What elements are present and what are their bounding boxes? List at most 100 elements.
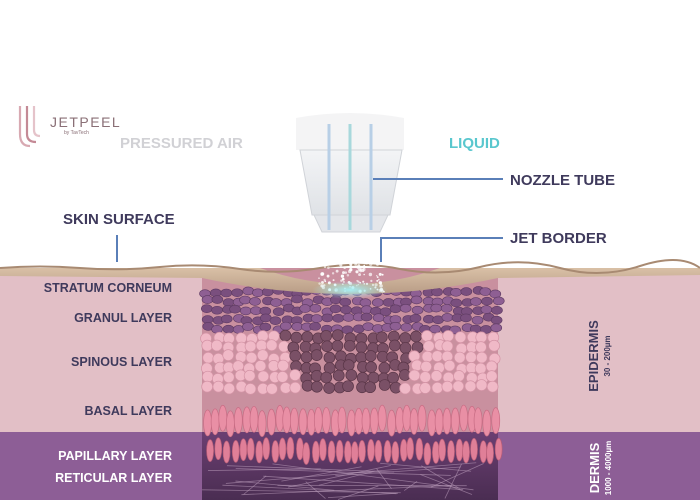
- fiber: [380, 462, 472, 472]
- droplet: [317, 260, 319, 263]
- cell: [475, 331, 488, 344]
- droplet: [327, 259, 330, 262]
- spinous-cells: [200, 329, 501, 395]
- cell: [242, 286, 255, 296]
- tissue-block: [199, 268, 505, 500]
- droplet: [321, 281, 324, 284]
- cell: [296, 437, 304, 461]
- cell: [267, 408, 276, 436]
- cell: [231, 440, 240, 463]
- cell: [486, 441, 494, 465]
- fiber: [376, 468, 392, 489]
- cell: [276, 371, 289, 383]
- fiber: [420, 474, 473, 495]
- cell: [488, 339, 500, 352]
- cell: [408, 369, 421, 382]
- cell: [286, 436, 295, 460]
- droplet: [357, 264, 361, 267]
- droplet: [347, 256, 351, 261]
- droplet: [367, 255, 370, 258]
- cell: [201, 370, 214, 383]
- cell: [329, 304, 342, 314]
- fiber: [288, 465, 391, 488]
- cell: [432, 441, 440, 464]
- cell: [374, 439, 383, 463]
- cell: [362, 322, 375, 331]
- droplet: [323, 238, 325, 240]
- cell: [460, 313, 472, 323]
- cell: [289, 369, 301, 381]
- cell: [442, 407, 452, 435]
- droplet: [336, 247, 340, 250]
- droplet: [356, 241, 359, 244]
- cell: [256, 349, 269, 362]
- cell: [262, 437, 271, 460]
- droplet: [381, 273, 384, 276]
- droplet: [344, 271, 348, 274]
- cell: [459, 404, 469, 432]
- droplet: [360, 260, 363, 263]
- cell: [214, 437, 223, 461]
- droplet: [347, 248, 351, 252]
- cell: [265, 339, 278, 352]
- cell: [471, 315, 484, 325]
- droplet: [339, 263, 343, 267]
- cell: [309, 304, 322, 313]
- cell: [300, 351, 313, 364]
- cell: [252, 288, 264, 298]
- logo-mark-icon: [18, 106, 41, 148]
- cell: [367, 438, 375, 462]
- cell: [423, 442, 432, 466]
- droplet: [372, 243, 374, 246]
- cell: [411, 305, 424, 315]
- cell: [430, 370, 443, 382]
- cell: [344, 440, 352, 464]
- droplet: [326, 274, 330, 278]
- cell: [240, 306, 252, 316]
- cell: [231, 288, 243, 298]
- droplet: [335, 269, 339, 273]
- cell: [222, 324, 235, 334]
- cell: [249, 297, 261, 306]
- cell: [321, 313, 334, 323]
- cell: [201, 295, 214, 304]
- cell: [331, 329, 344, 341]
- cell: [365, 361, 377, 373]
- droplet: [335, 241, 339, 245]
- cell: [438, 438, 446, 462]
- cell: [453, 351, 466, 364]
- cell: [291, 322, 304, 331]
- droplet: [378, 281, 383, 285]
- cell: [480, 305, 493, 314]
- droplet: [322, 243, 325, 247]
- droplet: [336, 249, 340, 253]
- droplet: [334, 247, 337, 250]
- droplet: [359, 269, 363, 273]
- cell: [361, 407, 371, 435]
- droplet: [362, 267, 366, 271]
- droplet: [355, 254, 357, 257]
- droplet: [376, 258, 380, 261]
- droplet: [338, 256, 341, 258]
- cell: [337, 406, 347, 434]
- cell: [320, 330, 333, 342]
- dermis-title: DERMIS: [587, 442, 602, 494]
- cell: [289, 381, 302, 394]
- droplet: [368, 244, 372, 247]
- cell: [233, 407, 243, 434]
- cell: [429, 324, 441, 334]
- nozzle-device: [296, 113, 404, 233]
- cell: [201, 380, 214, 393]
- cell: [391, 441, 400, 464]
- droplet: [327, 232, 330, 235]
- cell: [218, 404, 228, 432]
- cell: [485, 370, 498, 382]
- brand-name: JETPEEL: [50, 114, 122, 130]
- droplet: [360, 234, 364, 238]
- cell: [400, 323, 413, 332]
- cell: [450, 288, 462, 297]
- cell: [239, 295, 251, 305]
- cell: [377, 404, 387, 432]
- cell: [249, 405, 259, 433]
